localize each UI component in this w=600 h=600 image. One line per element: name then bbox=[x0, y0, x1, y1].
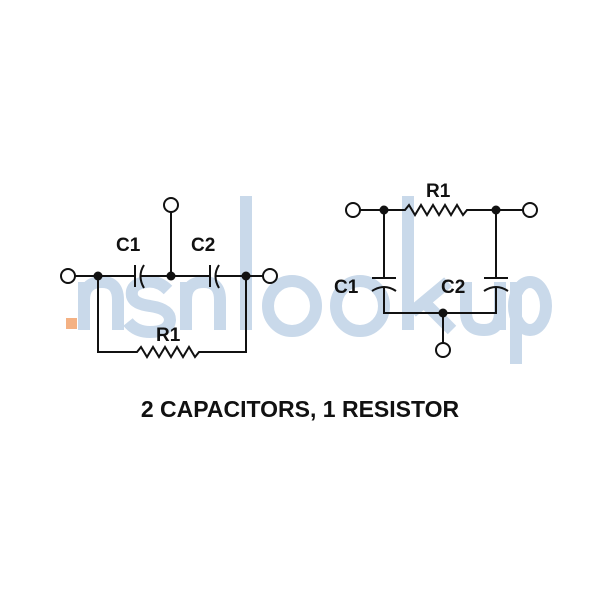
left-terminal bbox=[60, 268, 76, 284]
c2-label: C2 bbox=[191, 235, 215, 256]
junction-dot bbox=[491, 205, 501, 215]
junction-dot bbox=[166, 271, 176, 281]
right-terminal bbox=[522, 202, 538, 218]
c1-label: C1 bbox=[116, 235, 141, 256]
junction-dot bbox=[438, 308, 448, 318]
r1-label: R1 bbox=[156, 325, 181, 346]
left-circuit: C1 C2 R1 bbox=[60, 197, 278, 359]
top-terminal bbox=[163, 197, 179, 213]
junction-dot bbox=[93, 271, 103, 281]
c1-label: C1 bbox=[334, 277, 359, 298]
left-terminal bbox=[345, 202, 361, 218]
diagram-caption: 2 CAPACITORS, 1 RESISTOR bbox=[140, 396, 460, 422]
watermark-lettering bbox=[78, 196, 552, 364]
right-circuit: R1 C1 C2 bbox=[334, 181, 538, 358]
right-terminal bbox=[262, 268, 278, 284]
c2-label: C2 bbox=[441, 277, 465, 298]
watermark-accent-dot bbox=[66, 318, 77, 329]
r1-label: R1 bbox=[426, 181, 451, 202]
junction-dot bbox=[241, 271, 251, 281]
bottom-terminal bbox=[435, 342, 451, 358]
junction-dot bbox=[379, 205, 389, 215]
watermark-logo bbox=[66, 196, 552, 364]
